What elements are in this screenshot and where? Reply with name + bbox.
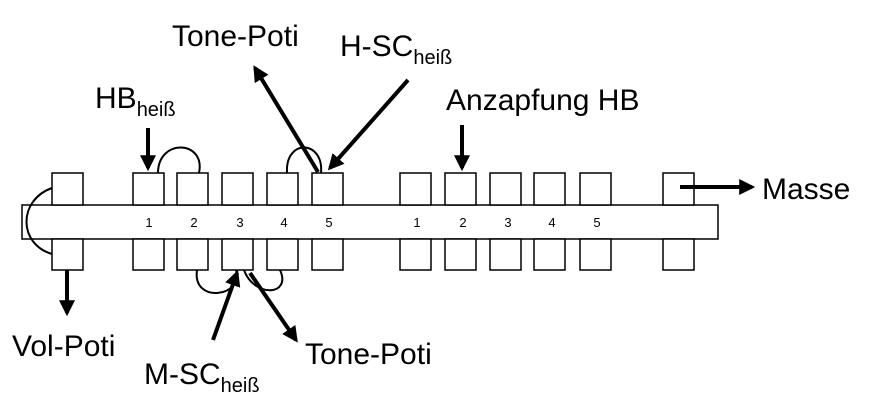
terminal-number: 3 xyxy=(504,215,511,230)
lug-bottom-b1 xyxy=(399,238,432,271)
lug-bottom-b3 xyxy=(489,238,522,271)
label-m-sc: M-SCheiß xyxy=(144,358,260,397)
label-hb: HBheiß xyxy=(95,82,176,121)
label-m-sc-main: M-SC xyxy=(144,358,221,391)
arrow-m-sc xyxy=(211,269,241,341)
top-lugs xyxy=(51,172,695,206)
label-h-sc-sub: heiß xyxy=(413,47,452,69)
terminal-number: 5 xyxy=(593,215,600,230)
label-masse: Masse xyxy=(762,173,850,206)
terminal-numbers-group2: 1 2 3 4 5 xyxy=(413,215,600,230)
lug-top-b4 xyxy=(533,172,566,206)
lug-top-b3 xyxy=(489,172,522,206)
terminal-number: 2 xyxy=(190,215,197,230)
lug-bottom-4 xyxy=(266,238,299,271)
lug-bottom-masse xyxy=(662,238,695,271)
lug-top-1 xyxy=(132,172,165,206)
terminal-numbers-group1: 1 2 3 4 5 xyxy=(145,215,332,230)
lug-top-5 xyxy=(311,172,344,206)
terminal-number: 1 xyxy=(145,215,152,230)
terminal-number: 5 xyxy=(325,215,332,230)
lug-bottom-5 xyxy=(311,238,344,271)
lug-top-3 xyxy=(221,172,254,206)
terminal-number: 2 xyxy=(459,215,466,230)
lug-top-b5 xyxy=(579,172,612,206)
lug-top-4 xyxy=(266,172,299,206)
label-anzapfung: Anzapfung HB xyxy=(446,84,639,117)
label-vol-poti: Vol-Poti xyxy=(12,330,115,363)
arrow-h-sc xyxy=(327,78,410,171)
lug-bottom-vol xyxy=(51,238,84,271)
lug-top-b1 xyxy=(399,172,432,206)
lug-top-2 xyxy=(176,172,209,206)
lug-bottom-2 xyxy=(176,238,209,271)
jumper-bottom-3-4 xyxy=(243,269,284,292)
switch-bar xyxy=(21,204,719,240)
arrow-tone-poti-top xyxy=(253,65,320,174)
label-h-sc-main: H-SC xyxy=(340,30,413,63)
terminal-number: 4 xyxy=(548,215,555,230)
lug-bottom-b2 xyxy=(444,238,477,271)
terminal-number: 1 xyxy=(413,215,420,230)
lug-top-vol xyxy=(51,172,84,206)
lug-top-b2 xyxy=(444,172,477,206)
lug-bottom-3 xyxy=(221,238,254,271)
lug-bottom-b4 xyxy=(533,238,566,271)
arrow-tone-poti-bottom xyxy=(248,271,298,343)
label-tone-poti-bottom: Tone-Poti xyxy=(305,338,432,371)
label-tone-poti-top: Tone-Poti xyxy=(172,20,299,53)
label-hb-sub: heiß xyxy=(137,99,176,121)
label-m-sc-sub: heiß xyxy=(221,375,260,397)
jumper-top-1-2 xyxy=(157,146,201,174)
lug-bottom-1 xyxy=(132,238,165,271)
label-h-sc: H-SCheiß xyxy=(340,30,452,69)
terminal-number: 3 xyxy=(236,215,243,230)
lug-bottom-b5 xyxy=(579,238,612,271)
label-hb-main: HB xyxy=(95,82,137,115)
jumper-vol-left xyxy=(25,187,53,255)
terminal-number: 4 xyxy=(280,215,287,230)
bottom-lugs xyxy=(51,238,695,271)
